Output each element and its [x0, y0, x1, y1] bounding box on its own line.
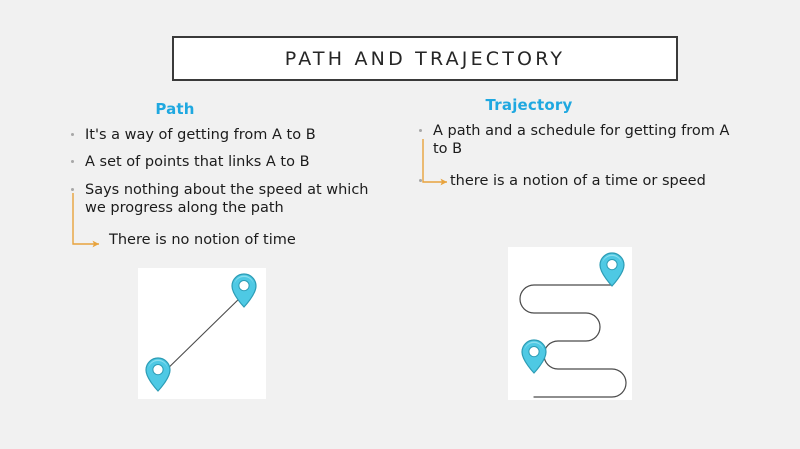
- path-diagram-card: [138, 268, 266, 399]
- list-item: A path and a schedule for getting from A…: [410, 122, 740, 159]
- column-heading-path: Path: [155, 100, 195, 118]
- page-title: PATH AND TRAJECTORY: [284, 47, 566, 70]
- map-pin-icon: [521, 339, 547, 374]
- map-pin-icon: [231, 273, 257, 308]
- list-item: A set of points that links A to B: [62, 153, 392, 171]
- column-heading-trajectory: Trajectory: [485, 96, 573, 114]
- slide-title-box: PATH AND TRAJECTORY: [172, 36, 678, 81]
- trajectory-diagram-card: [508, 247, 632, 400]
- column-path: Path It's a way of getting from A to B A…: [62, 100, 392, 258]
- straight-path-line: [157, 293, 245, 379]
- bullet-list-trajectory: A path and a schedule for getting from A…: [410, 122, 740, 190]
- map-pin-icon: [145, 357, 171, 392]
- sub-list-item: there is a notion of a time or speed: [410, 172, 740, 190]
- map-pin-icon: [599, 252, 625, 287]
- trajectory-diagram-svg: [519, 252, 627, 398]
- column-trajectory: Trajectory A path and a schedule for get…: [410, 96, 740, 199]
- bullet-list-path: It's a way of getting from A to B A set …: [62, 126, 392, 249]
- path-diagram-svg: [145, 273, 257, 392]
- serpentine-path-line: [519, 284, 627, 398]
- sub-list-item: There is no notion of time: [109, 231, 296, 248]
- list-item: It's a way of getting from A to B: [62, 126, 392, 144]
- list-item: Says nothing about the speed at which we…: [62, 181, 392, 218]
